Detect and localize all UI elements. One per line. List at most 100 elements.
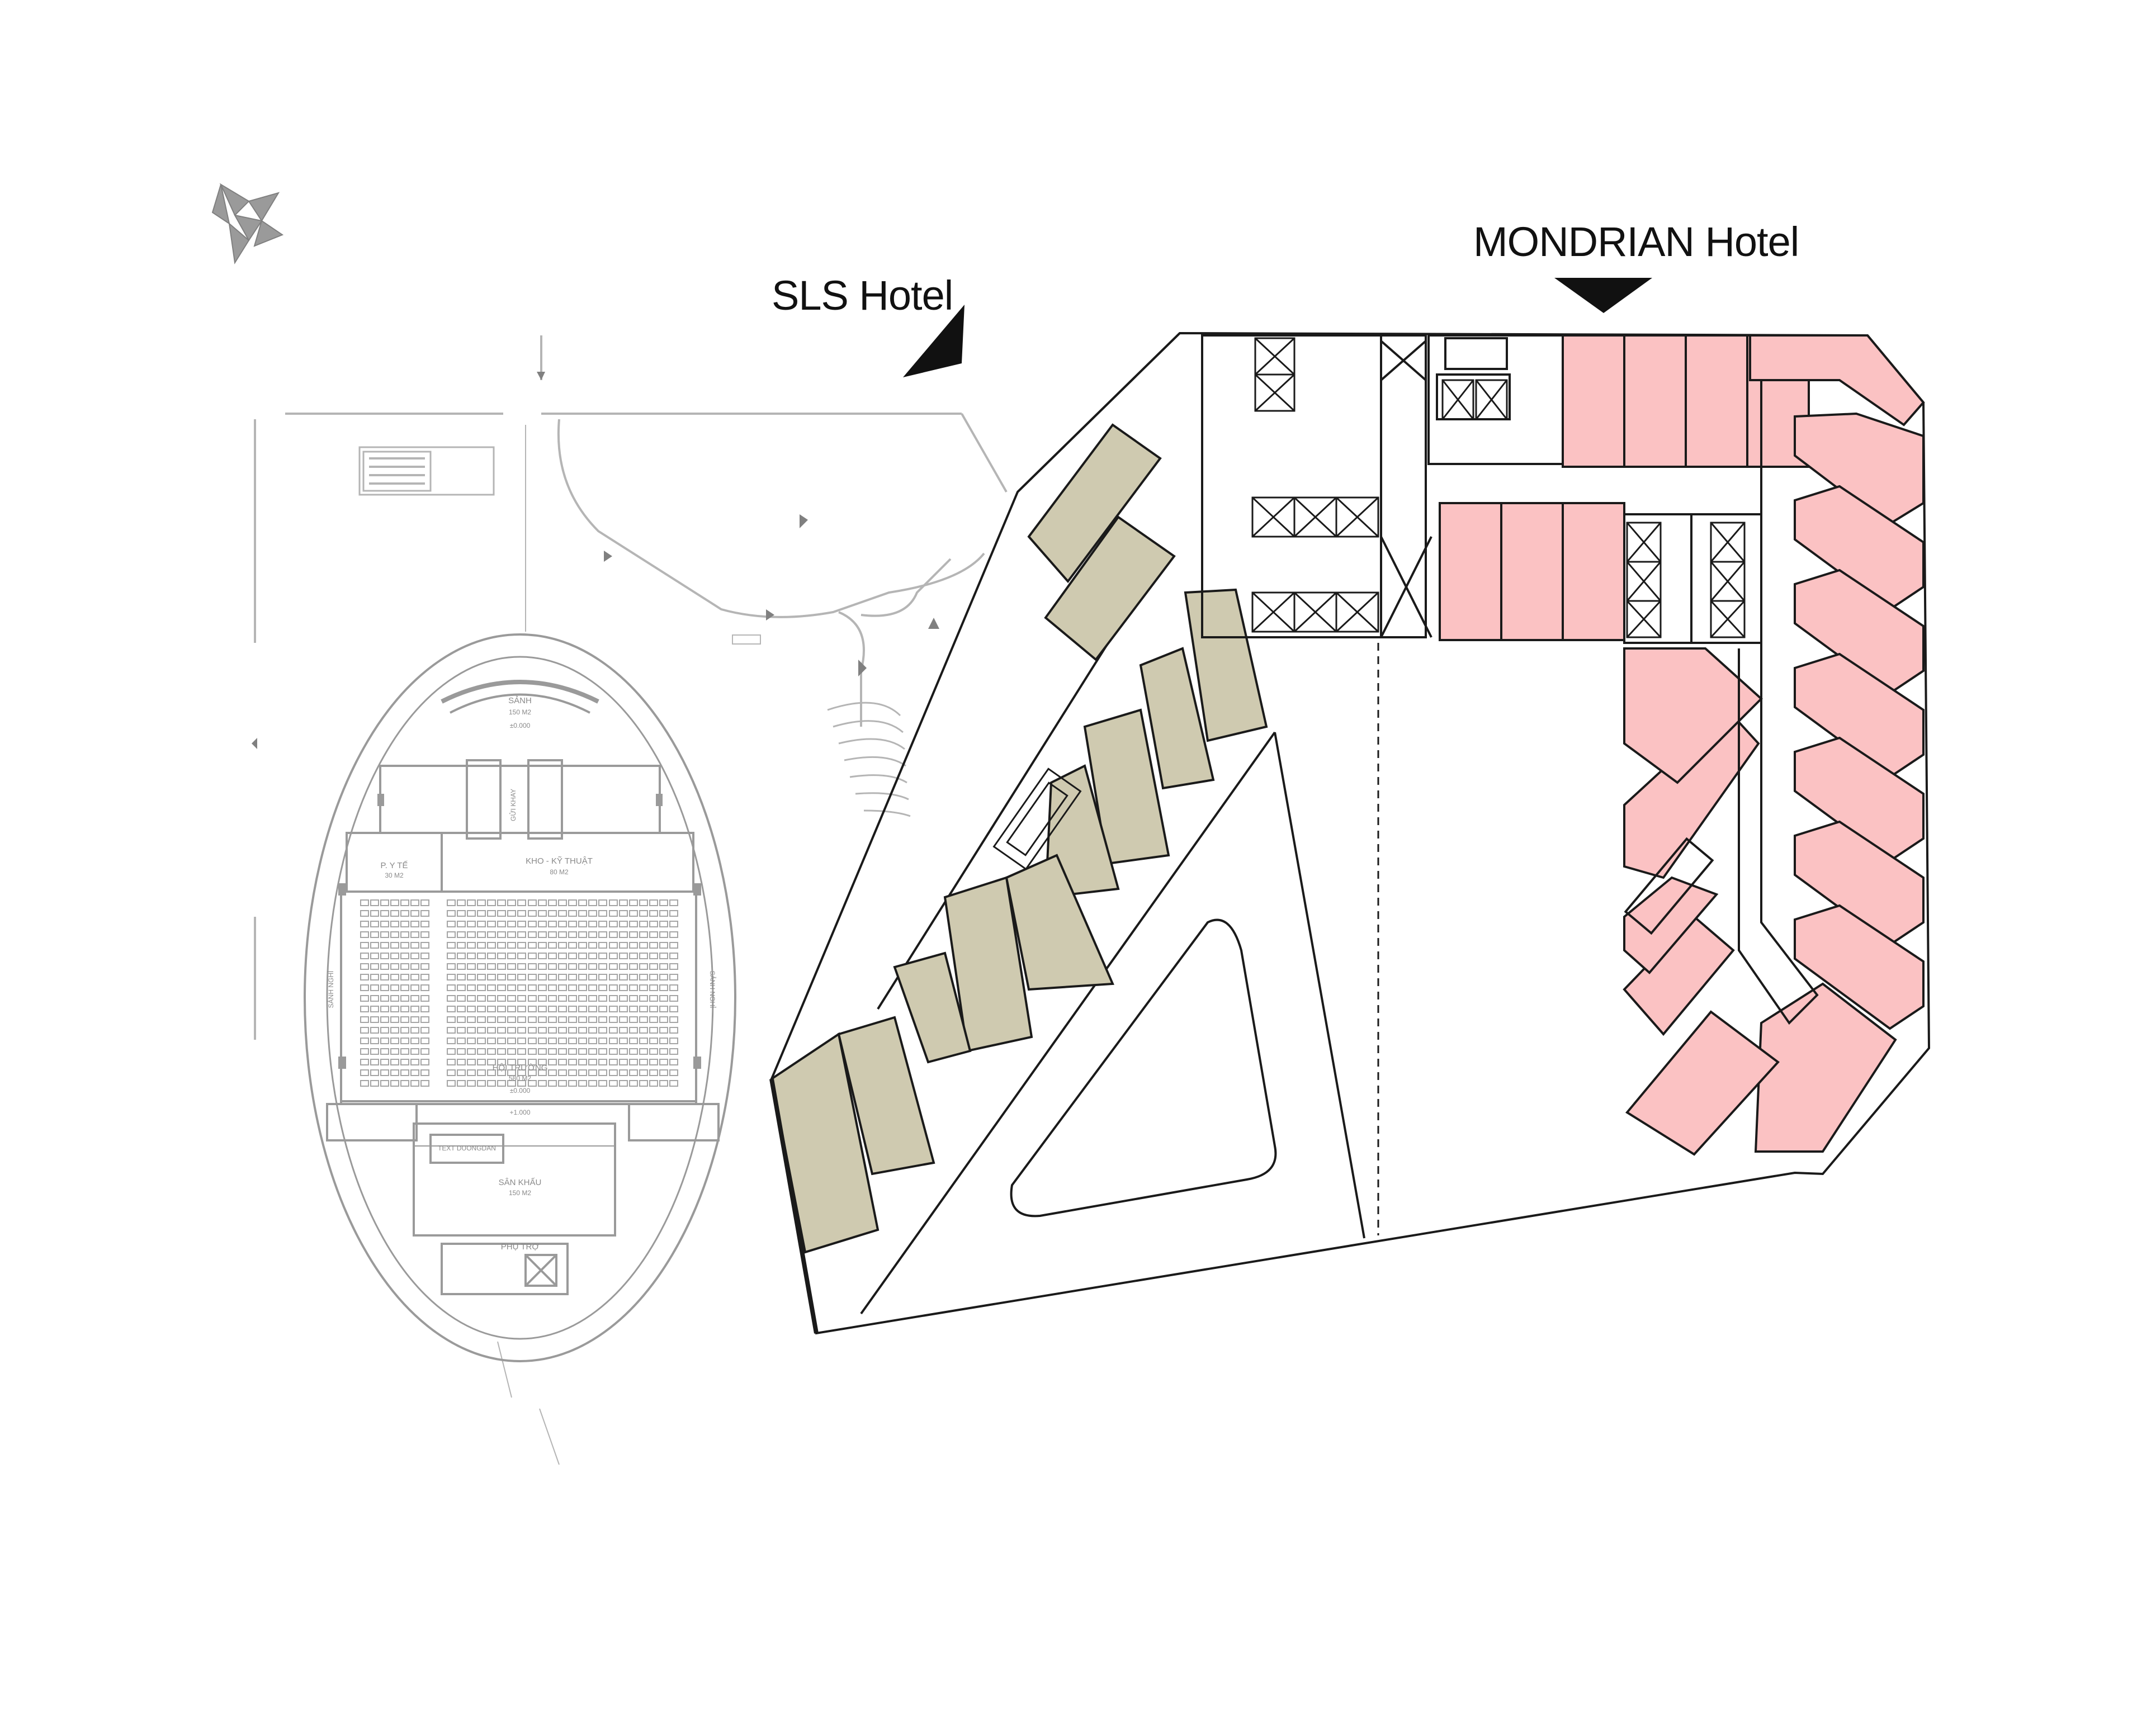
seat (457, 1016, 466, 1023)
seat (400, 1080, 409, 1087)
seat (487, 921, 496, 927)
seat (467, 1048, 476, 1055)
seat (629, 1038, 638, 1044)
seat (609, 974, 618, 980)
seat (558, 995, 567, 1002)
seat (477, 1006, 486, 1012)
seat (659, 984, 668, 991)
seat (609, 1016, 618, 1023)
seat (360, 1006, 369, 1012)
seat (410, 942, 419, 949)
seat (619, 984, 628, 991)
seat (548, 1038, 557, 1044)
seat (528, 899, 537, 906)
seat (457, 931, 466, 938)
seat (639, 974, 648, 980)
seat (619, 921, 628, 927)
seat (609, 942, 618, 949)
seat (360, 995, 369, 1002)
seat (487, 931, 496, 938)
seat (538, 1048, 547, 1055)
seat (497, 995, 506, 1002)
seat (410, 963, 419, 970)
elevator-cross (1251, 591, 1296, 633)
seat (558, 963, 567, 970)
seat (609, 1059, 618, 1065)
seat (649, 1069, 658, 1076)
seat (639, 953, 648, 959)
seat (410, 995, 419, 1002)
seat (528, 974, 537, 980)
seat (487, 1006, 496, 1012)
elevator-cross (1254, 373, 1296, 412)
seat (360, 1069, 369, 1076)
elevator-cross (1626, 561, 1662, 601)
seat (659, 963, 668, 970)
seat (457, 1069, 466, 1076)
seat (467, 963, 476, 970)
seat (370, 921, 379, 927)
seat (609, 1080, 618, 1087)
seat (568, 1080, 577, 1087)
seat (487, 910, 496, 917)
seat (467, 899, 476, 906)
elevator-cross (1293, 496, 1337, 538)
seat (447, 921, 456, 927)
seat (467, 942, 476, 949)
seat (400, 1038, 409, 1044)
lobby-area: 150 M2 (509, 708, 531, 716)
seat (487, 974, 496, 980)
seat (370, 974, 379, 980)
seat (578, 1027, 587, 1034)
seat (507, 1080, 516, 1087)
elevator-cross (1710, 522, 1746, 562)
seat (497, 910, 506, 917)
seat (568, 1027, 577, 1034)
sls-hotel-label: SLS Hotel (772, 272, 953, 319)
seat (390, 984, 399, 991)
seat (420, 1069, 429, 1076)
elevator-cross (1626, 600, 1662, 638)
seat (517, 974, 526, 980)
seat (487, 995, 496, 1002)
seat (528, 1016, 537, 1023)
seat (588, 953, 597, 959)
seat (380, 953, 389, 959)
seat (420, 910, 429, 917)
seat (400, 963, 409, 970)
seat (360, 1059, 369, 1065)
seat (609, 1027, 618, 1034)
seat (457, 910, 466, 917)
auditorium-labels: SẢNH 150 M2 ±0.000 GỬI KHAY P. Y TẾ 30 M… (327, 696, 717, 1252)
seat (558, 910, 567, 917)
seat (578, 963, 587, 970)
seat (598, 899, 607, 906)
seat (588, 1016, 597, 1023)
seat (538, 1027, 547, 1034)
seat (639, 1059, 648, 1065)
seat (669, 1048, 678, 1055)
seat (528, 984, 537, 991)
seat (528, 1080, 537, 1087)
seat (588, 931, 597, 938)
seat (619, 1006, 628, 1012)
seat (477, 1038, 486, 1044)
seat (410, 1059, 419, 1065)
seat (380, 931, 389, 938)
seat (528, 1027, 537, 1034)
seat (400, 984, 409, 991)
seat (548, 931, 557, 938)
seat (400, 1048, 409, 1055)
seat (659, 953, 668, 959)
seat (467, 1059, 476, 1065)
seat (410, 1069, 419, 1076)
seat (370, 1006, 379, 1012)
seat (659, 921, 668, 927)
seat (517, 931, 526, 938)
seat (639, 1016, 648, 1023)
seat (467, 953, 476, 959)
seat (548, 1080, 557, 1087)
seat (578, 1059, 587, 1065)
seat (629, 942, 638, 949)
seat (467, 1038, 476, 1044)
